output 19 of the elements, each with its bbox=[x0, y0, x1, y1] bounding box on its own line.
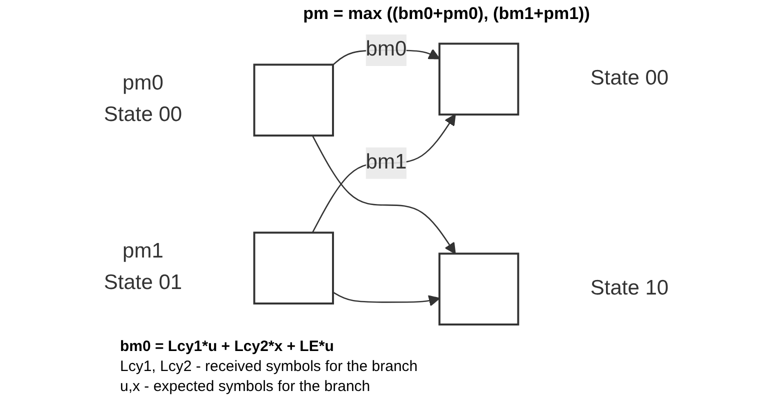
node-box bbox=[438, 252, 520, 326]
node-label: pm0 bbox=[122, 72, 164, 95]
arrow bbox=[312, 135, 456, 254]
node-label: State 00 bbox=[590, 67, 669, 90]
node-box bbox=[438, 42, 520, 116]
arrow bbox=[332, 292, 440, 306]
note-text: Lcy1, Lcy2 - received symbols for the branch bbox=[120, 358, 419, 375]
node-label: pm1 bbox=[122, 240, 164, 263]
note-text: bm0 = Lcy1*u + Lcy2*x + LE*u bbox=[120, 338, 335, 355]
node-box bbox=[254, 232, 334, 304]
formula-title: pm = max ((bm0+pm0), (bm1+pm1)) bbox=[302, 4, 591, 24]
node-label: State 00 bbox=[104, 104, 182, 126]
edge-label: bm0 bbox=[366, 38, 407, 61]
node-label: State 01 bbox=[104, 272, 182, 294]
arrow bbox=[312, 114, 456, 233]
edge-label: bm1 bbox=[366, 151, 407, 174]
node-box bbox=[254, 64, 334, 137]
node-label: State 10 bbox=[590, 277, 669, 300]
note-text: u,x - expected symbols for the branch bbox=[120, 378, 372, 395]
